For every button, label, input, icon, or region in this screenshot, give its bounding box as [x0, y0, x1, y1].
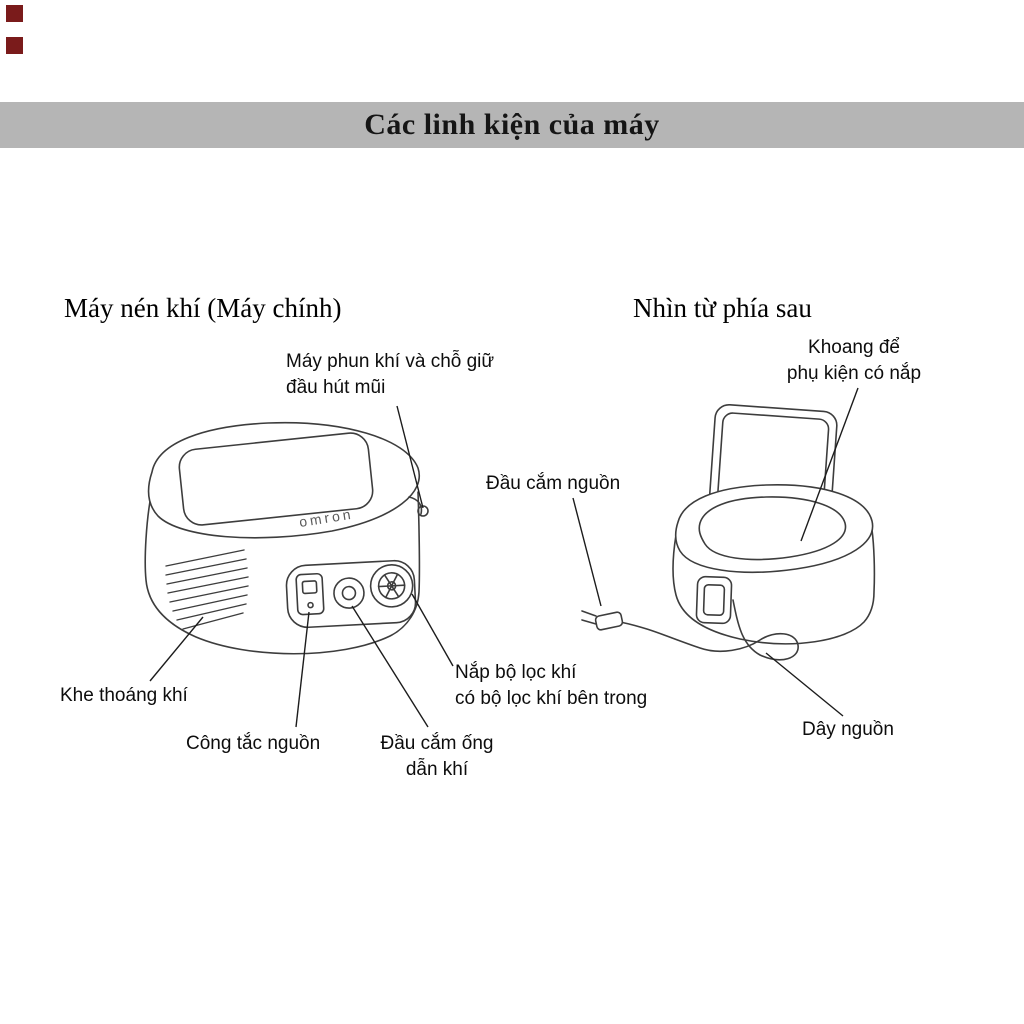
control-panel [285, 559, 417, 629]
leader-line-compartment [800, 387, 859, 542]
label-filter-cover: Nắp bộ lọc khí có bộ lọc khí bên trong [455, 662, 648, 709]
control-panel-plate [285, 559, 417, 629]
power-switch-drawing [295, 572, 325, 616]
rear-illustration [581, 404, 876, 661]
rear-front-plate [695, 575, 733, 625]
label-air-vent: Khe thoáng khí [60, 685, 188, 706]
compressor-illustration: omron [144, 421, 429, 655]
rear-body [672, 529, 876, 645]
leader-lines [149, 387, 859, 728]
vent-slats [165, 549, 249, 630]
compressor-body [144, 489, 421, 655]
leader-line-power-cord [765, 652, 844, 717]
left-section-heading: Máy nén khí (Máy chính) [64, 293, 342, 323]
corner-accent-mark-2 [6, 37, 23, 54]
label-accessory-compartment: Khoang để phụ kiện có nắp [786, 337, 922, 384]
power-cord-drawing [619, 599, 799, 661]
label-power-switch: Công tắc nguồn [186, 733, 321, 754]
label-power-cord: Dây nguồn [802, 719, 894, 740]
filter-cap-drawing [369, 564, 414, 608]
title-banner: Các linh kiện của máy [0, 102, 1024, 148]
power-plug-drawing [581, 610, 624, 631]
leader-line-power-switch [295, 611, 310, 728]
label-air-tube-connector: Đầu cắm ống dẫn khí [380, 733, 494, 780]
leader-line-filter-cover [411, 593, 454, 667]
page-title: Các linh kiện của máy [364, 108, 660, 141]
leader-line-air-vent [149, 616, 204, 682]
leader-line-air-tube [351, 605, 429, 728]
right-section-heading: Nhìn từ phía sau [633, 293, 812, 323]
air-connector-drawing [333, 577, 365, 609]
rear-top-face [674, 484, 874, 574]
label-nebulizer-holder: Máy phun khí và chỗ giữ đầu hút mũi [286, 351, 495, 398]
leader-line-power-plug [572, 497, 602, 607]
corner-accent-mark-1 [6, 5, 23, 22]
leader-line-nebulizer-holder [396, 405, 424, 509]
compressor-lid-inset [178, 432, 374, 526]
nebulizer-holder-edge [408, 496, 423, 515]
accessory-compartment-opening [698, 496, 847, 561]
label-power-plug: Đầu cắm nguồn [486, 473, 621, 494]
